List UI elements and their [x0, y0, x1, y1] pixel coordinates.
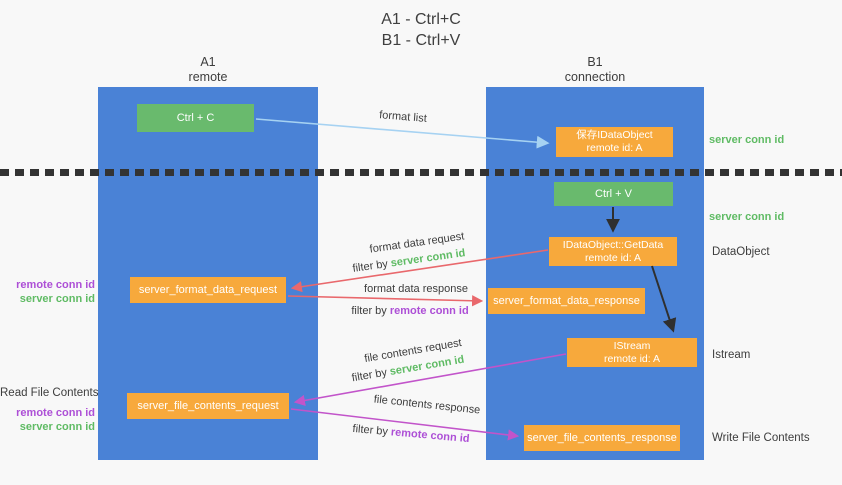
label-dataobject: DataObject — [712, 246, 770, 258]
lane-a1-name: A1 — [200, 55, 216, 69]
label-format-response-filter: filter by remote conn id — [351, 305, 468, 317]
lane-a1-role: remote — [188, 70, 228, 84]
label-server-conn-id-mid: server conn id — [709, 211, 785, 223]
filter-prefix: filter by — [352, 422, 392, 439]
filter-id-remote-conn: remote conn id — [390, 426, 470, 446]
node-ctrl-c-label: Ctrl + C — [176, 111, 215, 124]
label-server-conn-id-top: server conn id — [709, 134, 785, 146]
node-ctrl-c: Ctrl + C — [137, 104, 254, 132]
label-istream: Istream — [712, 349, 751, 361]
node-save-idataobject-line2: remote id: A — [586, 142, 643, 154]
label-write-file-contents: Write File Contents — [712, 432, 810, 444]
node-getdata-line2: remote id: A — [584, 251, 642, 264]
node-format-request-label: server_format_data_request — [138, 283, 278, 296]
node-file-response-label: server_file_contents_response — [527, 431, 677, 444]
node-ctrl-v-label: Ctrl + V — [595, 187, 632, 200]
label-remote-conn-id: remote conn id — [16, 407, 95, 419]
label-format-request-filter: filter by server conn id — [352, 247, 466, 275]
node-save-idataobject-line1: 保存IDataObject — [576, 129, 653, 141]
filter-id-remote-conn: remote conn id — [389, 305, 469, 317]
label-format-data-response: format data response — [364, 283, 468, 295]
node-getdata-line1: IDataObject::GetData — [562, 238, 664, 251]
node-idataobject-getdata: IDataObject::GetData remote id: A — [549, 237, 677, 266]
node-server-format-data-response: server_format_data_response — [488, 288, 645, 314]
node-file-request-label: server_file_contents_request — [137, 399, 279, 412]
filter-prefix: filter by — [351, 257, 392, 275]
label-file-response-filter: filter by remote conn id — [352, 423, 470, 445]
label-server-conn-id: server conn id — [19, 421, 95, 433]
filter-prefix: filter by — [351, 305, 390, 317]
lane-header-b1: B1 connection — [486, 55, 704, 85]
node-server-format-data-request: server_format_data_request — [130, 277, 286, 303]
node-server-file-contents-request: server_file_contents_request — [127, 393, 289, 419]
label-remote-conn-id: remote conn id — [16, 279, 95, 291]
session-divider-dashed-line — [0, 169, 842, 176]
node-save-idataobject: 保存IDataObject remote id: A — [556, 127, 673, 157]
lane-header-a1: A1 remote — [98, 55, 318, 85]
label-file-contents-response: file contents response — [373, 393, 481, 417]
node-istream-line2: remote id: A — [603, 352, 661, 365]
filter-prefix: filter by — [350, 366, 391, 385]
diagram-title: A1 - Ctrl+C B1 - Ctrl+V — [0, 9, 842, 51]
node-format-response-label: server_format_data_response — [493, 294, 640, 307]
title-line-1: A1 - Ctrl+C — [381, 11, 461, 28]
node-istream: IStream remote id: A — [567, 338, 697, 367]
lane-b1-role: connection — [564, 70, 626, 84]
node-ctrl-v: Ctrl + V — [554, 182, 673, 206]
label-read-file-contents: Read File Contents — [0, 387, 99, 399]
node-istream-line1: IStream — [613, 339, 651, 352]
label-left-file-conn-ids: remote conn id server conn id — [0, 406, 95, 434]
label-server-conn-id: server conn id — [19, 293, 95, 305]
label-left-format-conn-ids: remote conn id server conn id — [0, 278, 95, 306]
lane-b1-name: B1 — [587, 55, 603, 69]
node-server-file-contents-response: server_file_contents_response — [524, 425, 680, 451]
title-line-2: B1 - Ctrl+V — [381, 32, 461, 49]
label-format-list: format list — [378, 109, 428, 125]
